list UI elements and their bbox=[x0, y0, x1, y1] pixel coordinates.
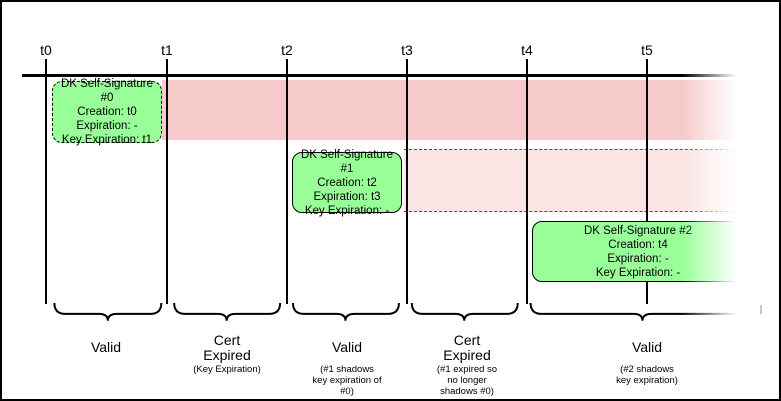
tick-line-t2 bbox=[286, 59, 288, 304]
tick-label-t4: t4 bbox=[521, 42, 533, 58]
brace-valid-2 bbox=[291, 302, 400, 321]
period-cert-expired-2: Cert Expired (#1 expired so no longer sh… bbox=[402, 332, 532, 397]
signature-expiration: Expiration: t3 bbox=[313, 190, 381, 203]
signature-title: DK Self-Signature #1 bbox=[300, 148, 394, 175]
period-label: Valid bbox=[631, 339, 663, 355]
faded-brace-end-tick bbox=[760, 305, 762, 314]
signature-creation: Creation: t0 bbox=[77, 106, 137, 118]
tick-line-t3 bbox=[406, 59, 408, 304]
signature-title: DK Self-Signature #2 bbox=[583, 224, 693, 237]
signature-expiration: Expiration: - bbox=[76, 120, 138, 132]
signature-box-1: DK Self-Signature #1 Creation: t2 Expira… bbox=[292, 149, 402, 217]
signature-title: DK Self-Signature #0 bbox=[60, 78, 154, 104]
tick-line-t1 bbox=[166, 59, 168, 304]
tick-label-t1: t1 bbox=[161, 42, 173, 58]
brace-cert-expired-2 bbox=[410, 302, 519, 321]
tick-line-t0 bbox=[45, 59, 47, 304]
period-note: (Key Expiration) bbox=[193, 364, 261, 375]
period-note: (#1 expired so no longer shadows #0) bbox=[436, 364, 498, 397]
tick-label-t2: t2 bbox=[281, 42, 293, 58]
key-expired-band bbox=[162, 80, 768, 140]
period-label: Valid bbox=[331, 339, 363, 355]
signature-expiration: Expiration: - bbox=[607, 252, 669, 265]
period-label: Cert Expired bbox=[443, 331, 491, 363]
timeline-axis bbox=[22, 74, 767, 77]
tick-line-t5 bbox=[646, 59, 648, 304]
signature-creation: Creation: t4 bbox=[608, 238, 668, 251]
brace-cert-expired-1 bbox=[173, 302, 282, 321]
tick-line-t4 bbox=[526, 59, 528, 304]
period-note: (#1 shadows key expiration of #0) bbox=[312, 364, 382, 397]
right-fade-overlay bbox=[682, 2, 779, 399]
tick-label-t3: t3 bbox=[401, 42, 413, 58]
period-label: Cert Expired bbox=[203, 331, 251, 363]
tick-label-t0: t0 bbox=[40, 42, 52, 58]
period-note: (#2 shadows key expiration) bbox=[616, 364, 678, 386]
signature-key-expiration: Key Expiration: - bbox=[595, 266, 681, 279]
tick-label-t5: t5 bbox=[641, 42, 653, 58]
period-valid-3: Valid (#2 shadows key expiration) bbox=[567, 332, 727, 387]
signature-creation: Creation: t2 bbox=[317, 176, 377, 189]
signature-key-expiration: Key Expiration: t1 bbox=[61, 134, 153, 146]
brace-valid-1 bbox=[53, 302, 163, 321]
period-label: Valid bbox=[90, 339, 122, 355]
signature-box-0: DK Self-Signature #0 Creation: t0 Expira… bbox=[52, 78, 162, 146]
period-valid-2: Valid (#1 shadows key expiration of #0) bbox=[282, 332, 412, 398]
period-valid-1: Valid bbox=[41, 332, 171, 364]
period-cert-expired-1: Cert Expired (Key Expiration) bbox=[162, 332, 292, 375]
signature-key-expiration: Key Expiration: - bbox=[304, 204, 390, 217]
